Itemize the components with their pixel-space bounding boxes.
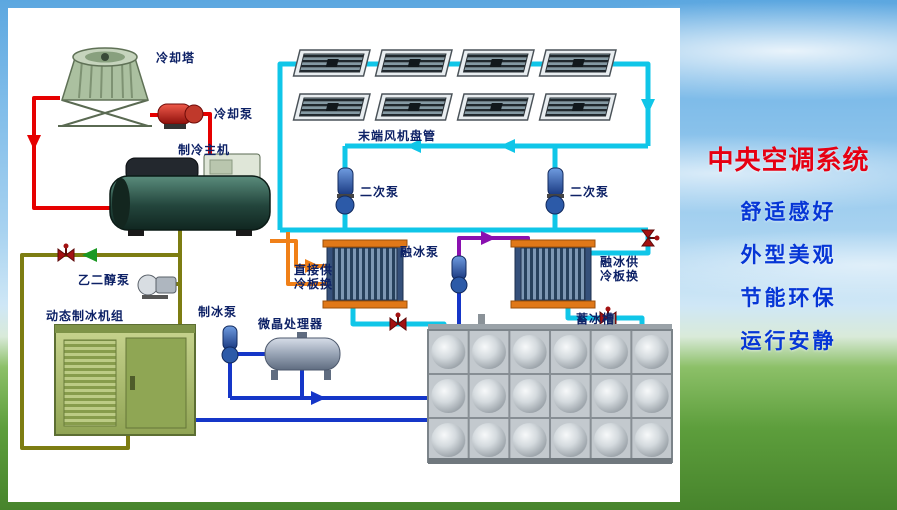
fan-coil-unit	[456, 93, 535, 121]
arrow-right-blue	[311, 391, 326, 405]
fan-coil-unit	[374, 93, 453, 121]
label-secondary-pump-1: 二次泵	[360, 185, 400, 199]
label-hx-melt-line1: 融冰供	[600, 255, 640, 269]
arrow-left-cyan	[500, 139, 515, 153]
fan-coil-unit	[374, 49, 453, 77]
arrow-down-red	[27, 135, 41, 150]
hvac-diagram-panel: 冷却塔 冷却泵 制冷主机 末端风机盘管 二次泵 二次泵 融冰泵 直接供 冷板换 …	[8, 8, 680, 502]
arrow-right-purple	[481, 231, 496, 245]
fan-coil-unit	[538, 49, 617, 77]
title-panel: 中央空调系统 舒适感好 外型美观 节能环保 运行安静	[680, 0, 897, 510]
melt-pump-unit	[450, 255, 468, 294]
feature-quiet: 运行安静	[740, 330, 837, 353]
label-hx-direct-line2: 冷板换	[294, 277, 334, 291]
arrow-left-cyan	[406, 139, 421, 153]
fan-coil-grid	[292, 49, 617, 121]
fan-coil-unit	[456, 49, 535, 77]
cooling-tower	[58, 47, 152, 127]
flow-arrows	[27, 99, 655, 405]
label-glycol-pump: 乙二醇泵	[78, 273, 131, 287]
label-processor: 微晶处理器	[258, 317, 324, 331]
label-ice-maker: 动态制冰机组	[46, 309, 125, 323]
fan-coil-unit	[292, 49, 371, 77]
valve-icon	[389, 311, 407, 331]
label-chiller: 制冷主机	[178, 143, 231, 157]
hvac-schematic	[20, 47, 673, 464]
secondary-pump-1-unit	[335, 167, 355, 215]
ice-pump-unit	[221, 325, 239, 364]
fan-coil-unit	[538, 93, 617, 121]
arrow-left-green	[82, 248, 97, 262]
label-hx-direct-line1: 直接供	[294, 263, 334, 277]
fan-coil-unit	[292, 93, 371, 121]
label-fan-coils: 末端风机盘管	[358, 129, 437, 143]
arrow-down-cyan	[641, 99, 655, 114]
system-title: 中央空调系统	[707, 145, 870, 175]
chiller-unit	[109, 153, 271, 236]
plate-hx-melt	[510, 239, 596, 309]
label-cooling-tower: 冷却塔	[156, 51, 196, 65]
label-ice-tank: 蓄冰槽	[576, 312, 616, 326]
crystal-processor-unit	[264, 332, 341, 380]
arrow-right-orange	[305, 259, 320, 273]
secondary-pump-2-unit	[545, 167, 565, 215]
feature-eco: 节能环保	[740, 287, 837, 310]
label-melt-pump: 融冰泵	[400, 245, 440, 259]
feature-appearance: 外型美观	[740, 244, 837, 267]
ice-maker-unit	[54, 324, 196, 436]
label-cooling-pump: 冷却泵	[214, 107, 254, 121]
ice-storage-tank	[427, 314, 673, 464]
glycol-pump-unit	[137, 274, 177, 299]
valve-icon	[641, 229, 661, 247]
label-hx-melt-line2: 冷板换	[600, 269, 640, 283]
feature-comfort: 舒适感好	[740, 201, 837, 224]
label-secondary-pump-2: 二次泵	[570, 185, 610, 199]
label-ice-pump: 制冰泵	[198, 305, 238, 319]
valve-icon	[57, 242, 75, 262]
cooling-pump-unit	[157, 103, 204, 129]
plate-hx-direct	[322, 239, 408, 309]
